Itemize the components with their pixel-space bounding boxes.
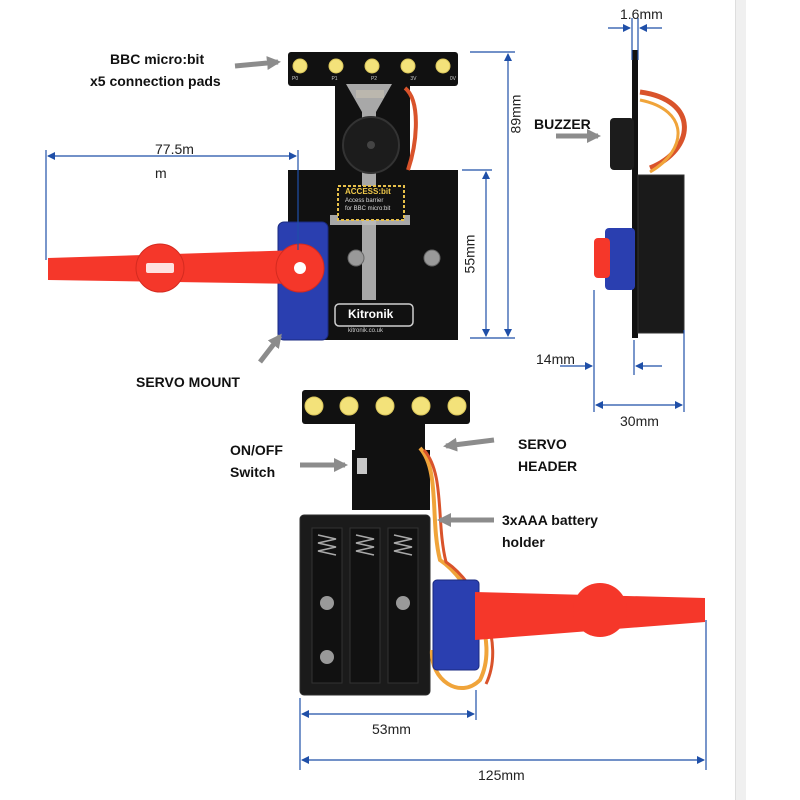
front-buzzer (342, 116, 400, 174)
side-servo (605, 228, 635, 290)
callout-arrows (234, 56, 601, 527)
front-standoffs (347, 249, 441, 267)
pad-label: P2 (370, 76, 378, 82)
dim-thickness-pcb: 1.6mm (620, 6, 663, 22)
label-header-line2: HEADER (518, 458, 578, 474)
front-servo-wire (403, 86, 418, 171)
board-brand-url: kitronik.co.uk (348, 328, 384, 334)
label-pads-line1: BBC micro:bit (110, 51, 205, 67)
front-brand-badge (334, 303, 414, 327)
label-header-line1: SERVO (518, 436, 567, 452)
board-product-name: ACCESS:bit (345, 187, 391, 196)
board-pad-labels: P0 P1 P2 3V 0V (292, 76, 456, 82)
pad-label: 3V (410, 76, 417, 82)
arrow-pads (234, 56, 281, 70)
board-product-sub2: for BBC micro:bit (345, 206, 391, 212)
side-buzzer (610, 118, 634, 170)
dim-back-width: 53mm (372, 721, 411, 737)
back-switch (357, 458, 367, 474)
back-servo-arm (475, 583, 705, 640)
label-switch-line1: ON/OFF (230, 442, 283, 458)
side-pcb (632, 50, 638, 338)
pad-label: P1 (331, 76, 338, 82)
label-buzzer: BUZZER (534, 116, 591, 132)
dim-width-front-line2: m (155, 165, 167, 181)
front-view (48, 52, 458, 341)
side-view (594, 50, 687, 338)
dim-overall-width: 125mm (478, 767, 525, 783)
dimension-lines (45, 18, 707, 770)
label-pads-line2: x5 connection pads (90, 73, 221, 89)
label-battery-line1: 3xAAA battery (502, 512, 598, 528)
front-connection-pads (292, 58, 451, 74)
side-battery-holder (637, 174, 685, 334)
back-pcb-neck (355, 422, 425, 452)
pad-label: 0V (449, 76, 456, 82)
dim-width-front-line1: 77.5m (155, 141, 194, 157)
pad-label: P0 (292, 76, 299, 82)
front-servo-arm (48, 243, 325, 293)
back-battery-holder (299, 514, 431, 696)
vertical-scrollbar[interactable] (735, 0, 746, 800)
side-servo-arm (594, 238, 610, 278)
dim-height-lower: 55mm (461, 234, 478, 274)
label-servo-mount: SERVO MOUNT (136, 374, 240, 390)
label-switch-line2: Switch (230, 464, 276, 480)
back-servo (432, 579, 480, 671)
arrow-servo-header (443, 437, 495, 452)
arrow-servo-mount (258, 333, 282, 364)
label-battery-line2: holder (502, 534, 545, 550)
board-product-sub1: Access barrier (345, 198, 384, 204)
board-brand: Kitronik (348, 307, 394, 321)
dim-side-offset: 14mm (536, 351, 575, 367)
back-view (299, 390, 705, 696)
back-connection-pads (304, 396, 467, 416)
dim-height-total: 89mm (507, 94, 524, 134)
front-product-label (337, 185, 405, 221)
dim-side-depth: 30mm (620, 413, 659, 429)
